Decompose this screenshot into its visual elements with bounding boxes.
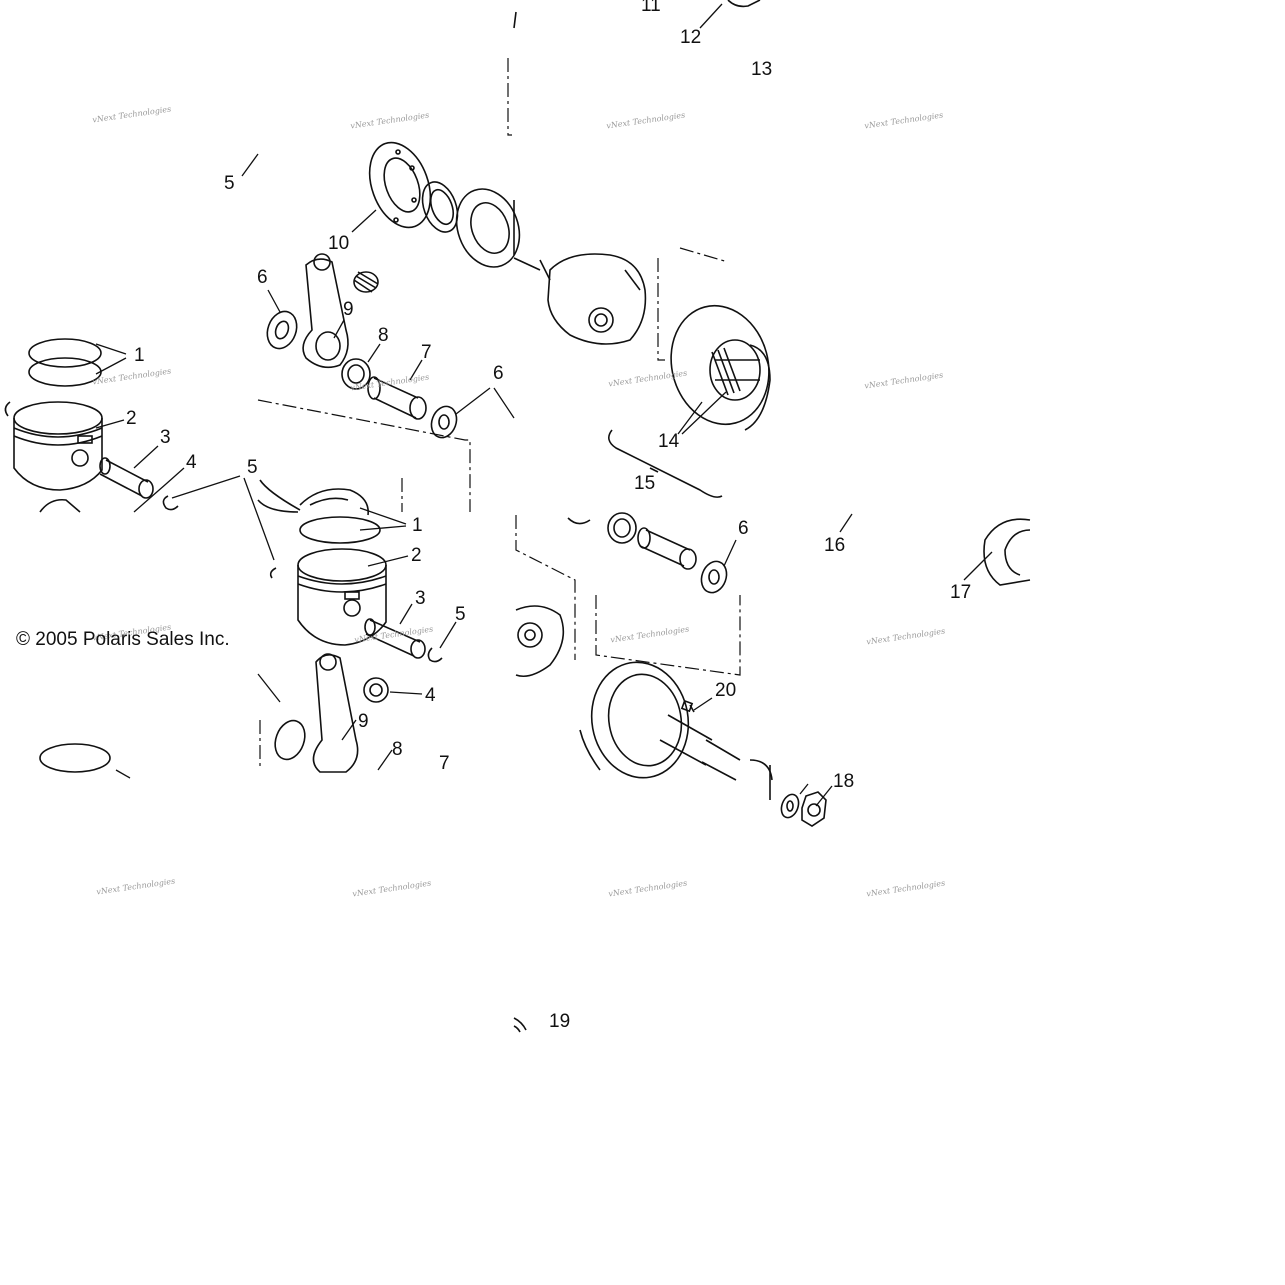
callout-10: 10 (328, 233, 350, 254)
bearing-17 (983, 518, 1031, 586)
connecting-rod-lower (312, 653, 359, 773)
callout-5: 5 (247, 457, 258, 478)
callout-8: 8 (378, 325, 389, 346)
thrust-washer-6-right (430, 405, 458, 439)
seal-12 (513, 0, 761, 29)
part-19-fragment (513, 1017, 527, 1033)
callout-13: 13 (751, 59, 773, 80)
piston-2-left (13, 401, 103, 513)
crank-pin-center-lower (637, 527, 697, 570)
callout-3: 3 (415, 588, 426, 609)
callout-8: 8 (392, 739, 403, 760)
crank-flange-lower (579, 661, 741, 781)
crank-stub-right (749, 759, 773, 800)
crank-web-left-lower (515, 605, 565, 678)
main-bearing-center (455, 188, 521, 268)
callout-9: 9 (358, 711, 369, 732)
connecting-rod-upper (302, 253, 349, 369)
spacer-ring (421, 181, 459, 233)
callout-6: 6 (493, 363, 504, 384)
piston-rings-1-lower (299, 516, 381, 544)
crank-wheel-14 (670, 304, 771, 431)
circlip-5-lower (427, 647, 443, 663)
copyright-notice: © 2005 Polaris Sales Inc. (16, 629, 230, 650)
callout-6: 6 (257, 267, 268, 288)
piston-rings-1-left (28, 338, 102, 387)
reference-lines-upper (257, 58, 729, 512)
callout-4: 4 (186, 452, 197, 473)
thrust-washer-lower (274, 719, 306, 761)
callout-1: 1 (412, 515, 423, 536)
callout-9: 9 (343, 299, 354, 320)
callout-19: 19 (549, 1011, 571, 1032)
callout-12: 12 (680, 27, 702, 48)
crankshaft-center (513, 253, 647, 345)
piston-2-lower (297, 548, 387, 646)
needle-bearing-top (353, 271, 379, 293)
callout-3: 3 (160, 427, 171, 448)
needle-bearing-8-upper (341, 358, 371, 390)
callout-15: 15 (634, 473, 656, 494)
callout-7: 7 (421, 342, 432, 363)
bracket-15 (608, 429, 723, 498)
leader-lines (95, 3, 993, 807)
wrist-pin-3-lower (364, 618, 426, 659)
thrust-washer-6-upper (266, 310, 298, 350)
callout-17: 17 (950, 582, 972, 603)
callout-5: 5 (224, 173, 235, 194)
intake-boot (257, 479, 369, 516)
callout-7: 7 (439, 753, 450, 774)
circlip-4-left (162, 495, 179, 511)
nut-18 (801, 791, 827, 827)
reference-lines-lower (259, 515, 741, 770)
callout-2: 2 (411, 545, 422, 566)
callout-5: 5 (455, 604, 466, 625)
callout-4: 4 (425, 685, 436, 706)
callout-16: 16 (824, 535, 846, 556)
crank-pin-7-upper (367, 376, 427, 420)
wrist-pin-3-left (99, 457, 154, 499)
callout-1: 1 (134, 345, 145, 366)
thrust-washer-6-lower (700, 560, 728, 594)
callout-6: 6 (738, 518, 749, 539)
circlip-5-lower-left (269, 567, 277, 579)
piston-rings-bottom-left (39, 743, 111, 773)
callout-20: 20 (715, 680, 737, 701)
needle-bearing-center-lower (567, 512, 637, 544)
callout-2: 2 (126, 408, 137, 429)
washer-18 (780, 793, 800, 819)
main-bearing-left (368, 141, 432, 229)
callout-18: 18 (833, 771, 855, 792)
needle-bearing-4-lower (363, 677, 389, 703)
callout-11: 11 (641, 0, 661, 16)
callout-14: 14 (658, 431, 680, 452)
circlip-left (4, 401, 11, 417)
